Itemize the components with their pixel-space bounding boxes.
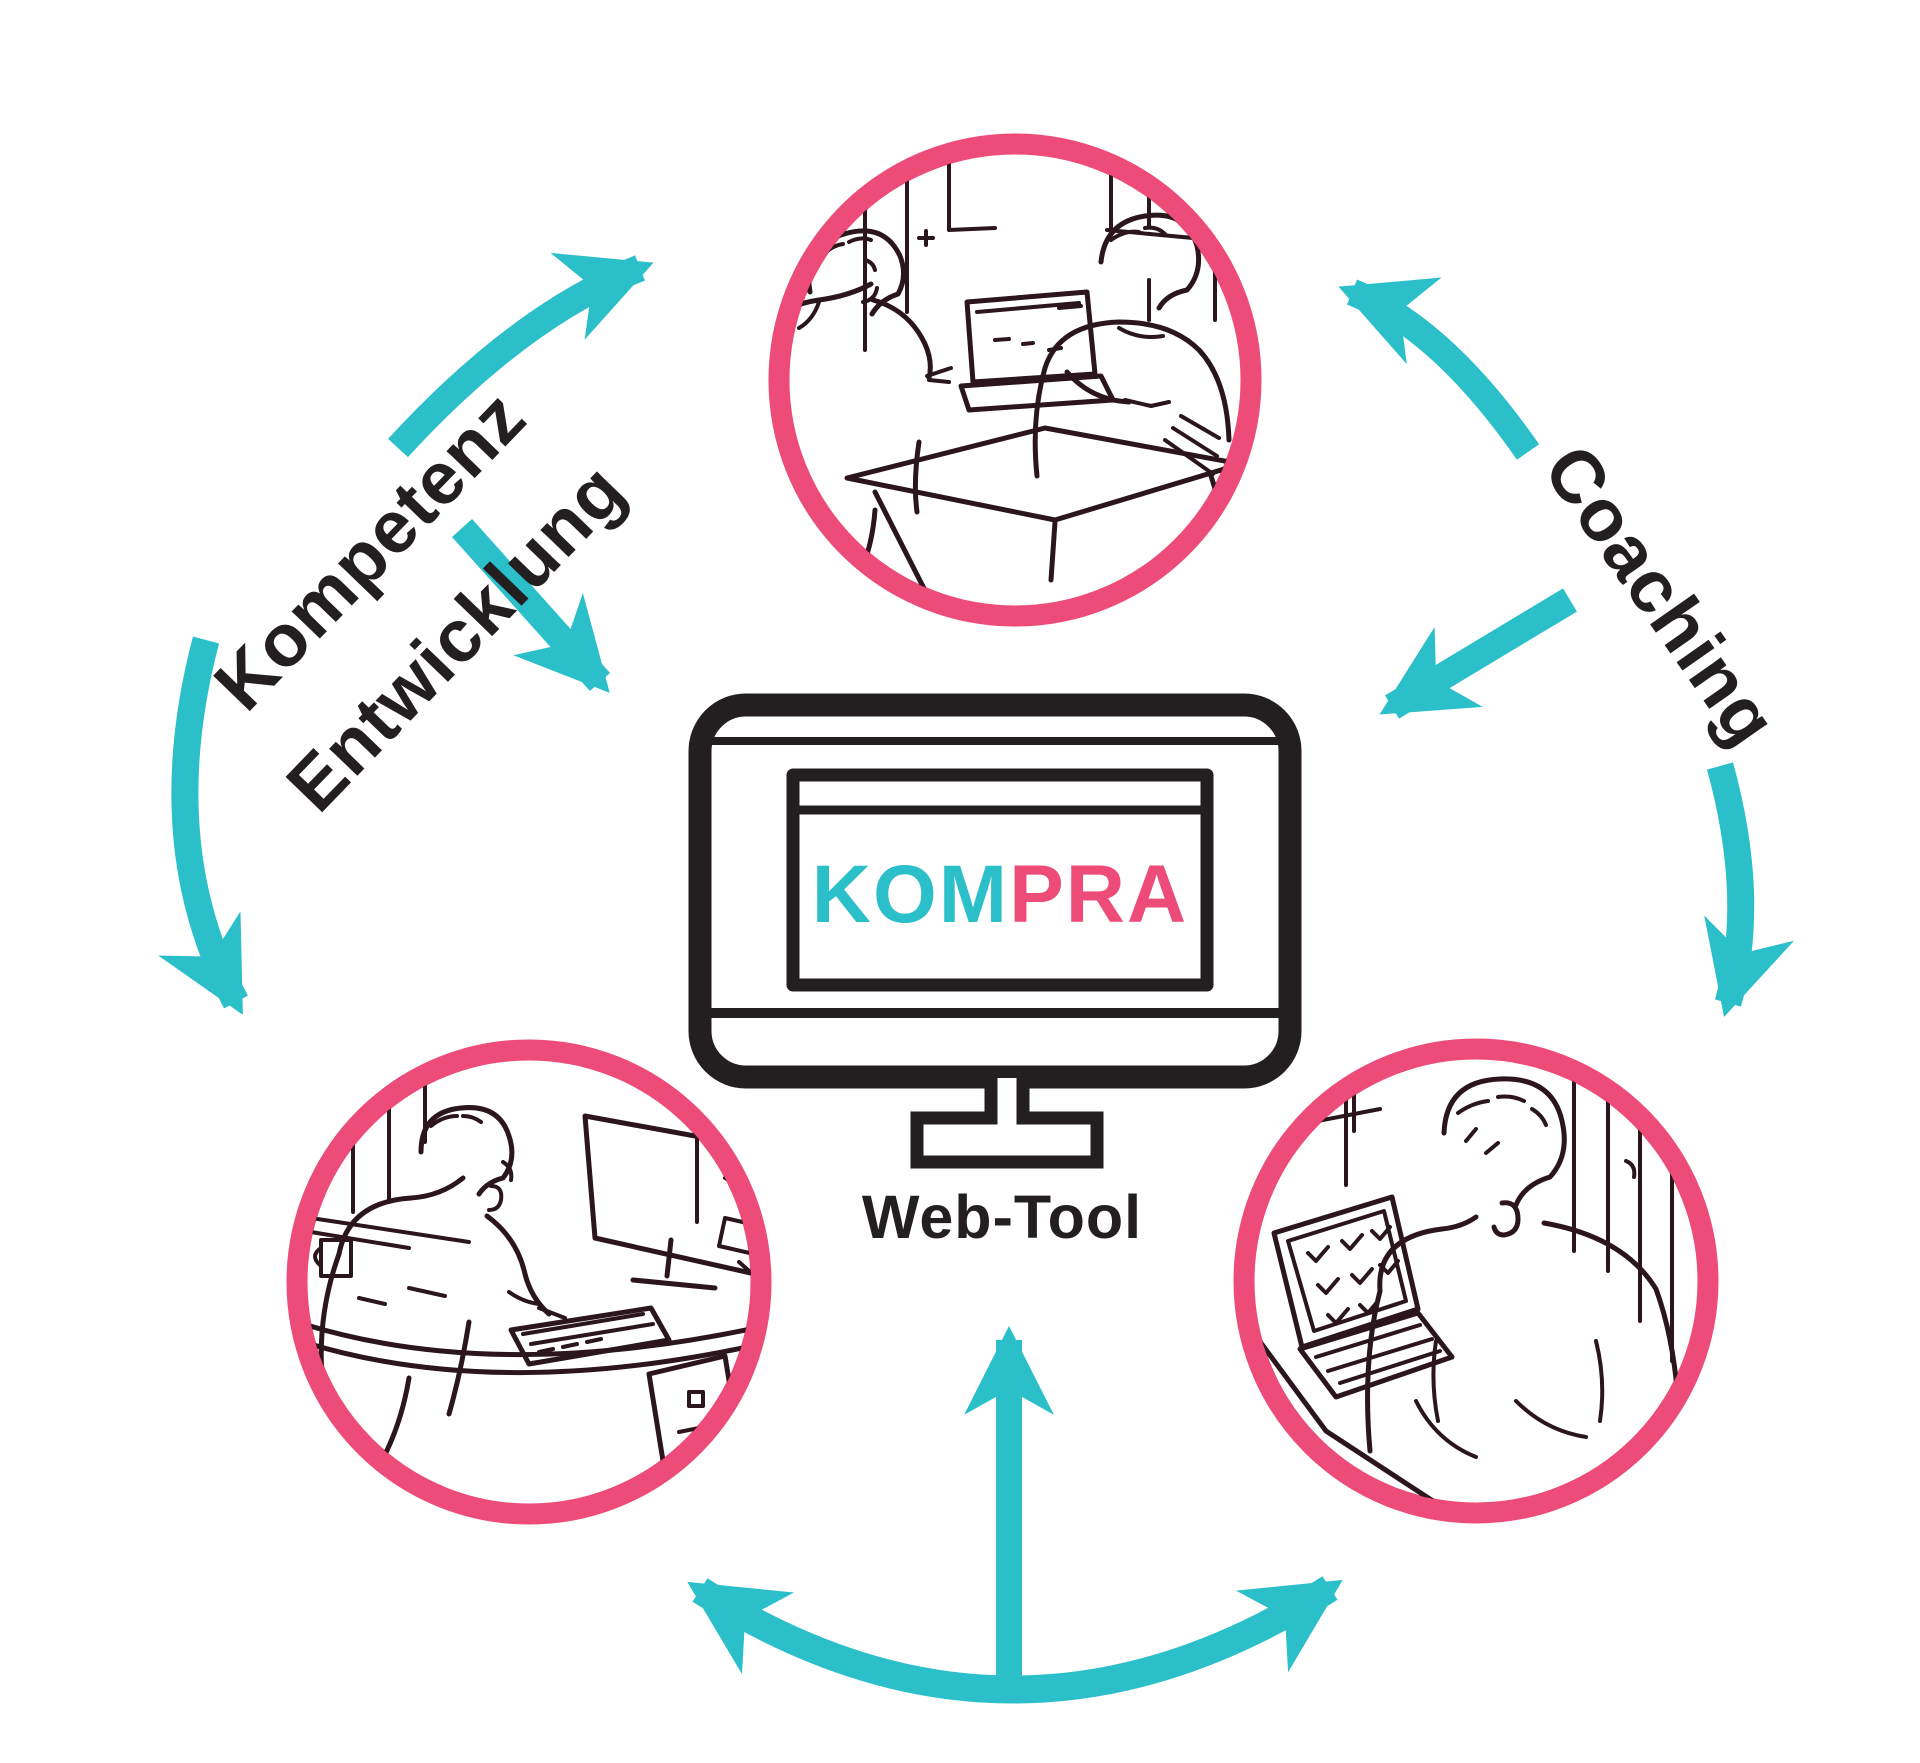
arrow-coaching-to-webtool: [1379, 588, 1577, 719]
laptop-review-circle: [1233, 1038, 1719, 1524]
kompra-logo-pra: PRA: [1009, 849, 1188, 940]
desk-work-circle: [286, 1039, 772, 1525]
webtool-monitor: KOMPRA: [688, 693, 1302, 1169]
kompra-logo-kom: KOM: [812, 849, 1009, 940]
arrow-left-down-to-desk-circle: [158, 636, 248, 1015]
cycle-arrows: [158, 252, 1794, 1704]
laptop-review-circle-ring: [1233, 1038, 1719, 1524]
arrow-competence-to-workshop: [388, 252, 654, 458]
person-reviewing-laptop-checklist-illustration: [1254, 1063, 1683, 1503]
kompra-logo: KOMPRA: [812, 849, 1188, 940]
arrow-coaching-to-workshop: [1338, 277, 1540, 460]
workshop-circle: [768, 133, 1262, 627]
arrow-competence-to-webtool: [451, 518, 611, 693]
browser-window: [786, 768, 1214, 992]
webtool-caption: Web-Tool: [862, 1183, 1142, 1251]
monitor-frame: [688, 693, 1302, 1089]
arrow-right-down-to-laptop-circle: [1704, 762, 1794, 1018]
coaching-label: Coaching: [1528, 430, 1794, 760]
monitor-stand: [910, 1078, 1104, 1169]
